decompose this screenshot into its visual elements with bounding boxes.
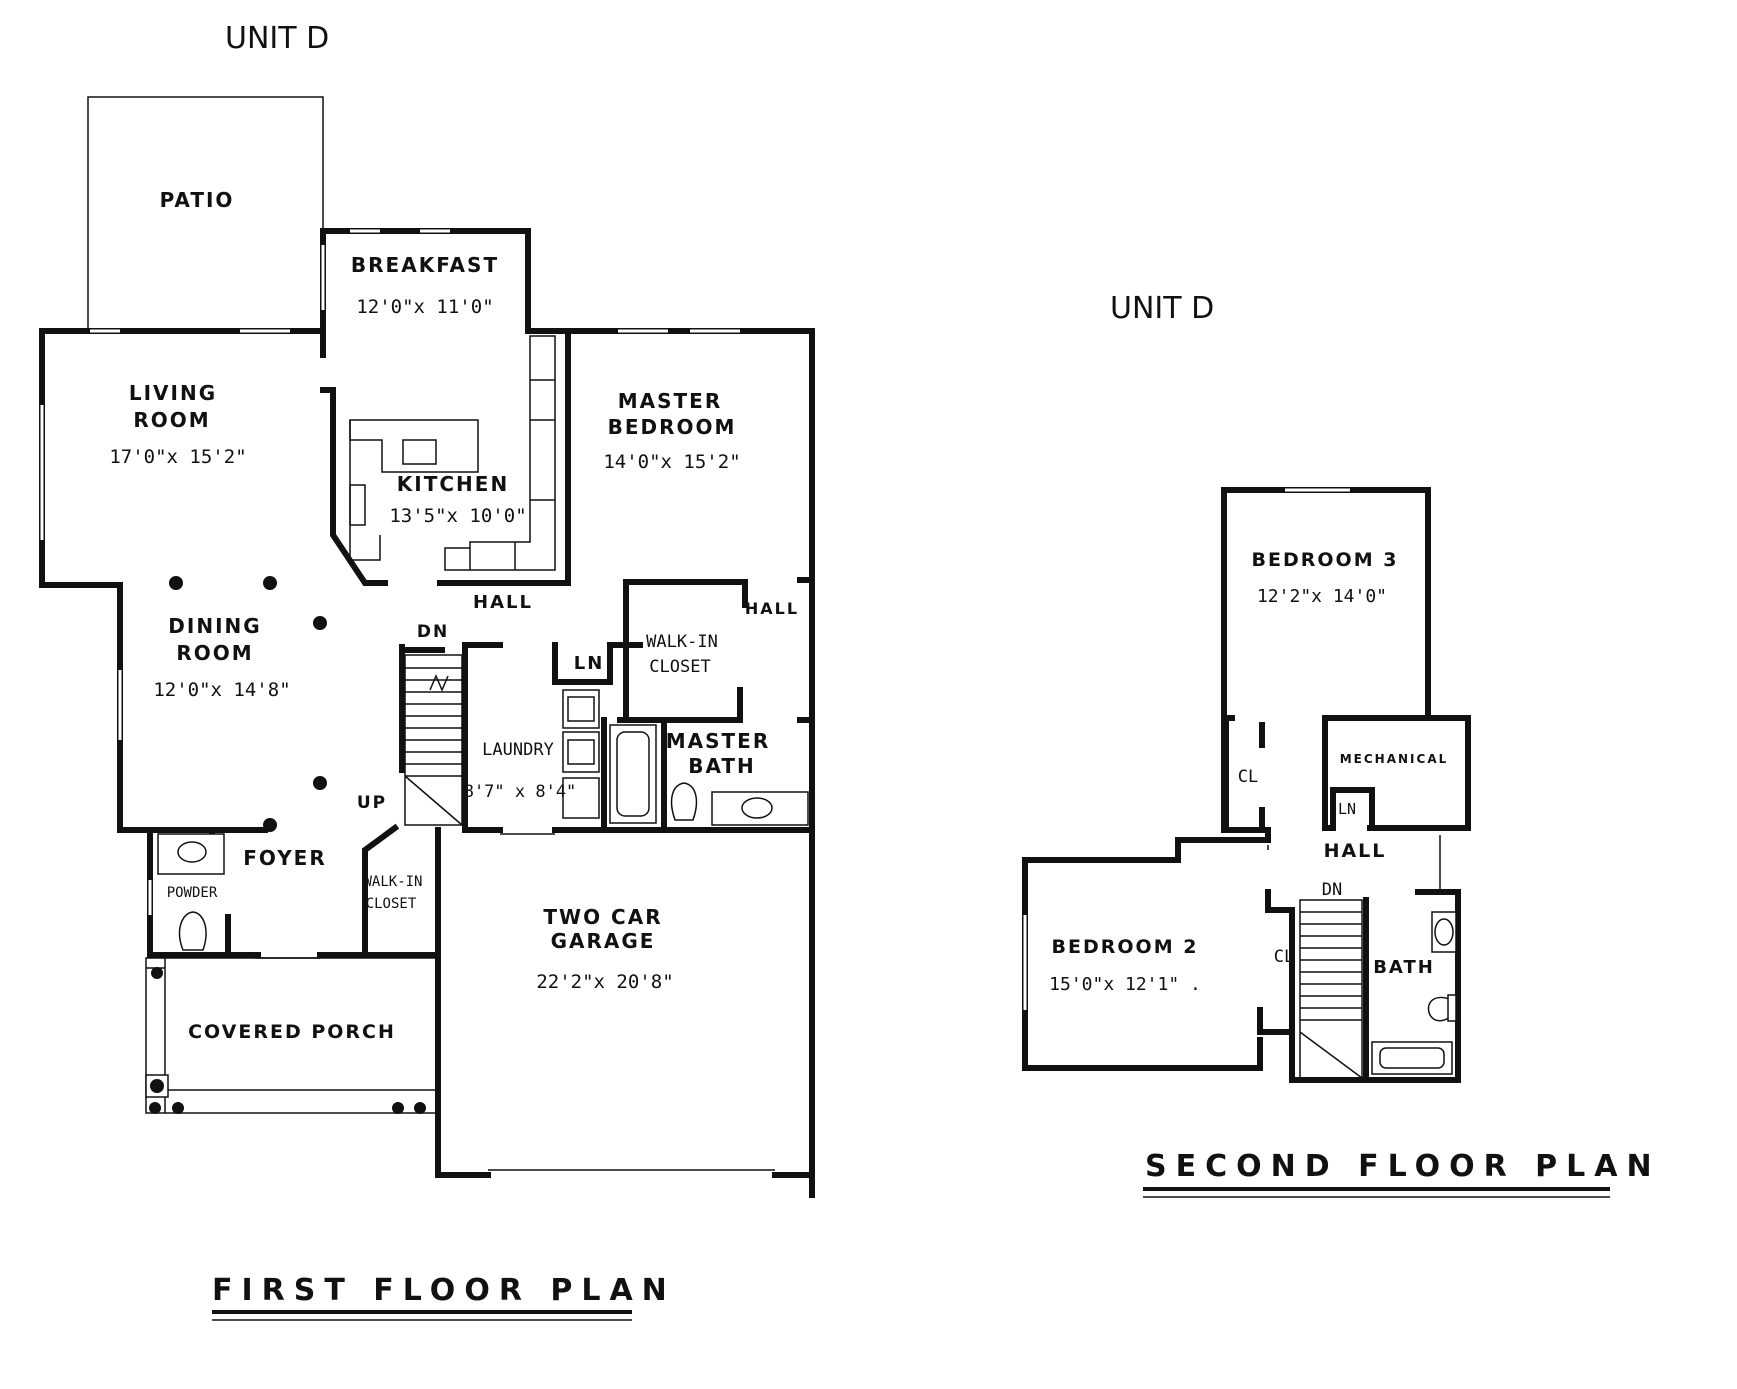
dining-room-label-1: DINING bbox=[168, 614, 261, 638]
laundry-label: LAUNDRY bbox=[482, 740, 554, 760]
second-floor-stairs bbox=[1299, 899, 1363, 1079]
garage-label-2: GARAGE bbox=[551, 929, 656, 953]
second-floor-hall-label: HALL bbox=[1324, 840, 1387, 862]
bedroom-2-dimensions: 15'0"x 12'1" . bbox=[1049, 974, 1201, 995]
kitchen-counters bbox=[349, 335, 556, 571]
second-floor-plan: UNIT D BEDROOM 3 12'2"x 14'0" CL MECHANI… bbox=[1022, 291, 1661, 1198]
kitchen-label: KITCHEN bbox=[397, 472, 509, 496]
kitchen-dimensions: 13'5"x 10'0" bbox=[389, 505, 526, 527]
foyer-walk-in-label-2: CLOSET bbox=[366, 896, 417, 912]
linen-closet-label: LN bbox=[574, 653, 605, 674]
breakfast-label: BREAKFAST bbox=[351, 253, 499, 277]
second-floor-dn-label: DN bbox=[1322, 880, 1342, 900]
closet-top-label: CL bbox=[1238, 767, 1258, 787]
stairs-dn-label: DN bbox=[417, 622, 449, 642]
laundry-appliances bbox=[562, 689, 600, 819]
first-floor-unit-label: UNIT D bbox=[225, 21, 329, 56]
covered-porch bbox=[145, 957, 439, 1114]
covered-porch-label: COVERED PORCH bbox=[188, 1021, 396, 1043]
breakfast-dimensions: 12'0"x 11'0" bbox=[356, 296, 493, 318]
second-floor-walls bbox=[1022, 487, 1471, 1083]
foyer-label: FOYER bbox=[243, 846, 327, 870]
living-room-dimensions: 17'0"x 15'2" bbox=[109, 446, 246, 468]
walk-in-closet-label-1: WALK-IN bbox=[646, 632, 718, 652]
master-bath-fixtures bbox=[609, 724, 809, 826]
second-floor-bath-fixtures bbox=[1371, 911, 1457, 1075]
walk-in-closet-label-2: CLOSET bbox=[649, 657, 710, 677]
foyer-walk-in-label-1: WALK-IN bbox=[363, 874, 422, 890]
first-floor-stairs bbox=[404, 654, 463, 826]
second-floor-bath-label: BATH bbox=[1373, 957, 1435, 978]
master-bath-label-2: BATH bbox=[688, 754, 756, 778]
master-bath-label-1: MASTER bbox=[666, 729, 771, 753]
first-floor-walls bbox=[39, 228, 815, 1198]
dining-columns bbox=[169, 576, 327, 832]
first-floor-door-lines bbox=[255, 833, 775, 1171]
master-bedroom-dimensions: 14'0"x 15'2" bbox=[603, 451, 740, 473]
master-bedroom-label-2: BEDROOM bbox=[608, 415, 737, 439]
living-room-label-2: ROOM bbox=[133, 408, 210, 432]
hall-label: HALL bbox=[473, 592, 533, 613]
second-floor-unit-label: UNIT D bbox=[1110, 291, 1214, 326]
first-floor-windows bbox=[40, 229, 740, 915]
dining-room-dimensions: 12'0"x 14'8" bbox=[153, 679, 290, 701]
bedroom-3-dimensions: 12'2"x 14'0" bbox=[1257, 586, 1387, 607]
powder-fixtures bbox=[157, 833, 225, 951]
bedroom-3-label: BEDROOM 3 bbox=[1252, 549, 1399, 571]
closet-bottom-label: CL bbox=[1274, 947, 1294, 967]
garage-label-1: TWO CAR bbox=[543, 905, 662, 929]
dining-room-label-2: ROOM bbox=[176, 641, 253, 665]
linen-closet-2-label: LN bbox=[1338, 800, 1356, 818]
second-floor-title: SECOND FLOOR PLAN bbox=[1145, 1149, 1661, 1184]
first-floor-title: FIRST FLOOR PLAN bbox=[212, 1273, 676, 1308]
hall-right-label: HALL bbox=[745, 599, 799, 618]
living-room-label-1: LIVING bbox=[129, 381, 217, 405]
powder-label: POWDER bbox=[167, 885, 218, 901]
second-floor-windows bbox=[1023, 488, 1350, 1010]
patio-outline bbox=[87, 96, 324, 330]
garage-dimensions: 22'2"x 20'8" bbox=[536, 971, 673, 993]
laundry-dimensions: 8'7" x 8'4" bbox=[464, 782, 577, 802]
mechanical-label: MECHANICAL bbox=[1340, 752, 1449, 766]
master-bedroom-label-1: MASTER bbox=[618, 389, 723, 413]
patio-label: PATIO bbox=[160, 188, 235, 212]
stairs-up-label: UP bbox=[357, 793, 387, 813]
first-floor-plan: UNIT D PATIO BREAKFAST 12'0"x 11'0" LIVI… bbox=[39, 21, 815, 1321]
bedroom-2-label: BEDROOM 2 bbox=[1052, 936, 1199, 958]
